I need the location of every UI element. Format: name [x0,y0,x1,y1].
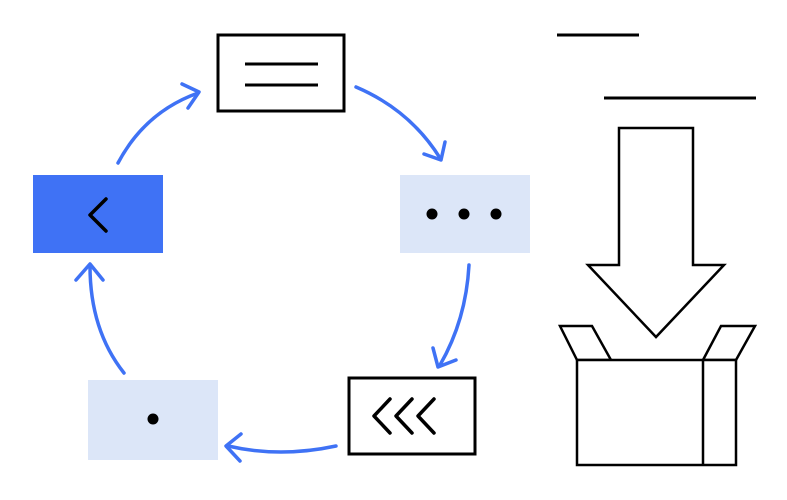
arrow-top-to-right [354,85,447,162]
menu-lines-icon [245,62,318,87]
arrow-bottom-left-to-left [74,262,126,375]
down-arrow-icon [585,126,727,339]
open-box-icon [557,324,758,467]
ellipsis-icon [426,208,502,220]
cycle-node-left [33,175,163,253]
cycle-node-right [400,175,530,253]
triple-chevron-left-icon [372,397,436,435]
cycle-node-bottom-right [347,376,477,456]
arrow-bottom-right-to-bottom-left [224,432,338,463]
cycle-node-top [216,33,346,113]
chevron-left-icon [88,197,108,233]
arrow-left-to-top [116,82,201,165]
arrow-right-to-bottom-right [431,263,471,369]
cycle-node-bottom-left [88,380,218,460]
cycle-arrows [74,82,471,463]
dot-icon [147,413,159,425]
download-lines [557,33,756,100]
